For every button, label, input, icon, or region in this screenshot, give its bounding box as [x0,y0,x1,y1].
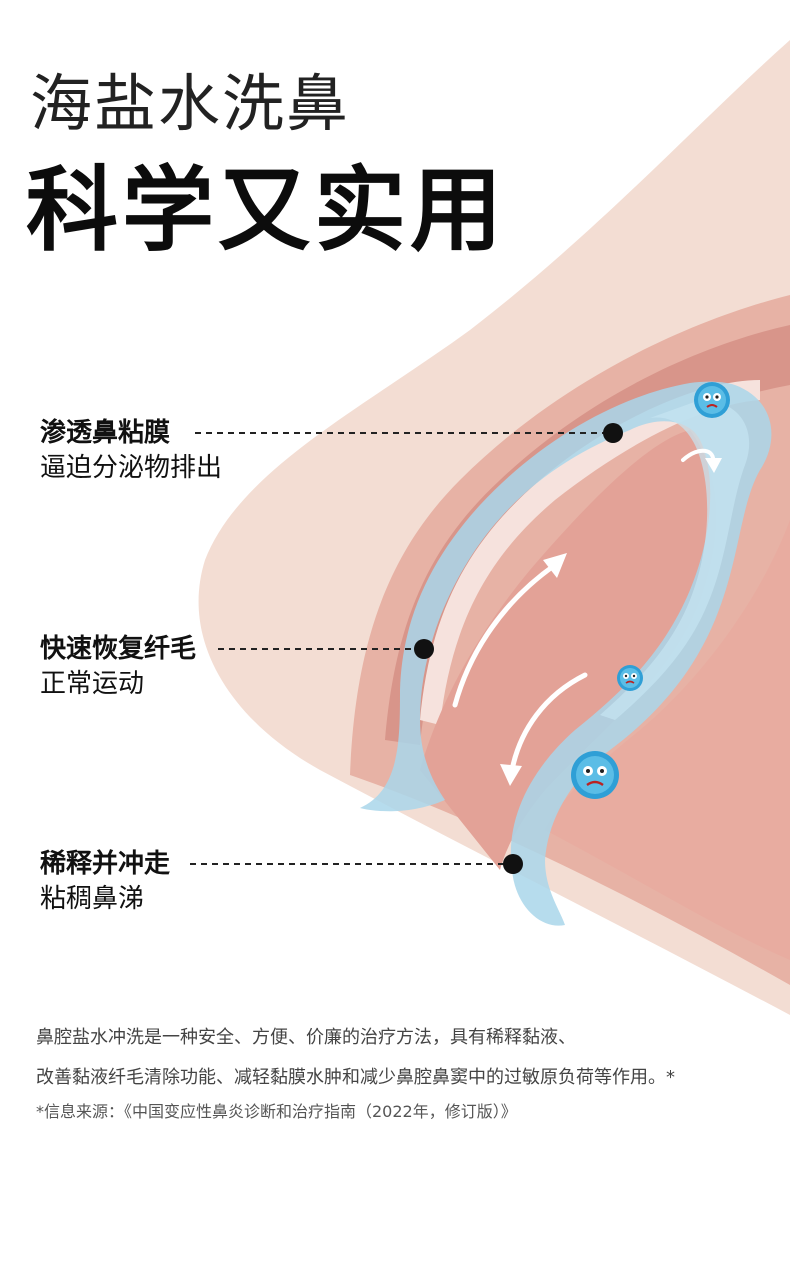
source-note: *信息来源：《中国变应性鼻炎诊断和治疗指南（2022年，修订版）》 [36,1102,517,1121]
callout-cilia: 快速恢复纤毛 正常运动 [40,632,196,702]
nasal-tissue-lower [545,520,790,960]
headline-line-1: 海盐水洗鼻 [30,67,351,140]
germ-icon [571,751,619,799]
flow-arrow-top-head [705,458,722,473]
flow-arrow-up [452,562,558,708]
description: 鼻腔盐水冲洗是一种安全、方便、价廉的治疗方法，具有稀释黏液、 改善黏液纤毛清除功… [36,1018,756,1098]
callout-title: 快速恢复纤毛 [40,634,197,664]
callout-subtitle: 逼迫分泌物排出 [40,453,223,483]
flow-arrow-down [509,672,588,773]
flow-arrow-up-head [543,553,567,578]
callout-subtitle: 正常运动 [40,669,145,699]
mucosa-strip [420,380,760,725]
callout-subtitle: 粘稠鼻涕 [40,884,145,914]
description-line-1: 鼻腔盐水冲洗是一种安全、方便、价廉的治疗方法，具有稀释黏液、 [36,1027,576,1048]
saline-flow-highlight [600,400,750,720]
flow-arrow-down-head [500,764,522,786]
germ-icon [694,382,730,418]
callout-osmosis: 渗透鼻粘膜 逼迫分泌物排出 [40,416,222,486]
callout-title: 稀释并冲走 [40,849,171,879]
callout-dot-3 [503,854,523,874]
callout-title: 渗透鼻粘膜 [40,418,171,448]
headline-line-2: 科学又实用 [26,157,507,264]
nasal-cavity-inner [420,430,717,870]
callout-dot-1 [603,423,623,443]
description-line-2: 改善黏液纤毛清除功能、减轻黏膜水肿和减少鼻腔鼻窦中的过敏原负荷等作用。* [36,1067,675,1088]
callout-dot-2 [414,639,434,659]
germ-icon [617,665,643,691]
callout-flush: 稀释并冲走 粘稠鼻涕 [40,847,170,917]
